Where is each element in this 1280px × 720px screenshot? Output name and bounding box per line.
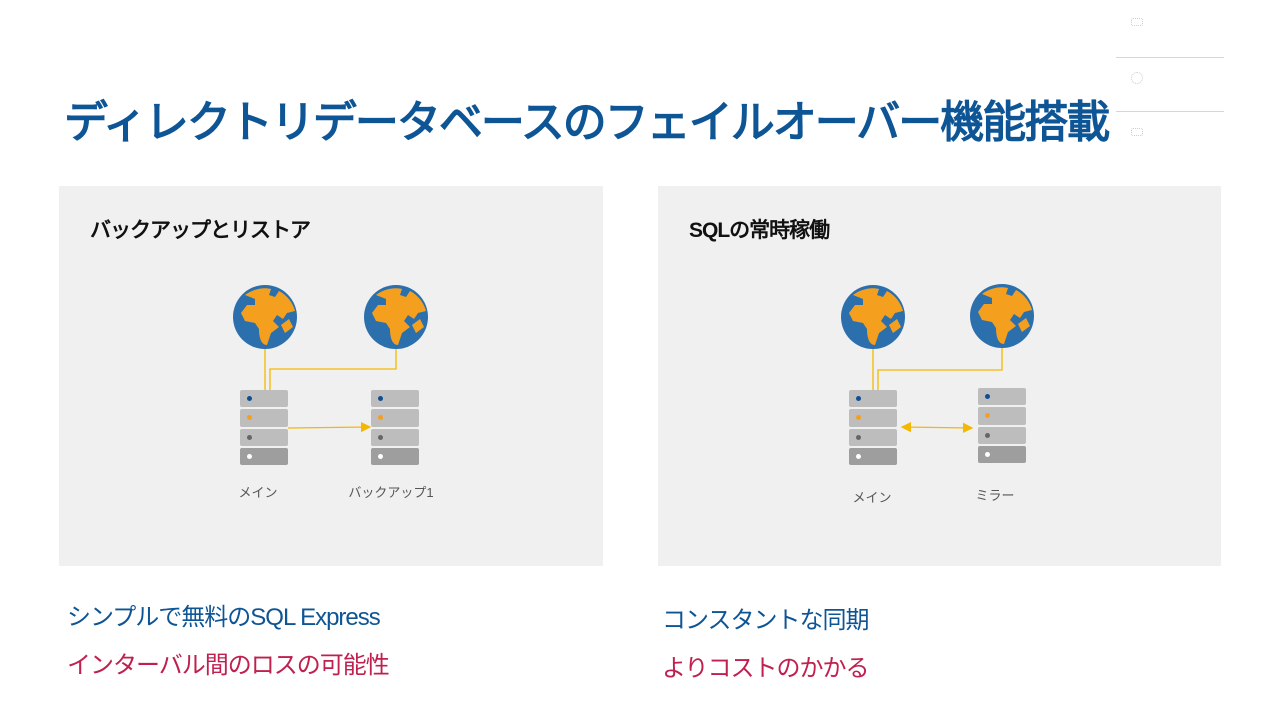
status-light-icon bbox=[985, 451, 990, 457]
status-light-icon bbox=[856, 453, 861, 459]
status-light-icon bbox=[985, 432, 990, 438]
status-light-icon bbox=[856, 396, 861, 402]
right-point-1: コンスタントな同期 bbox=[662, 607, 870, 634]
server-unit bbox=[849, 390, 897, 408]
server-unit bbox=[240, 409, 288, 427]
server-icon bbox=[371, 390, 419, 465]
mirror-arrow bbox=[900, 421, 974, 434]
link-line bbox=[877, 348, 1003, 390]
status-light-icon bbox=[247, 434, 252, 440]
server-unit bbox=[371, 428, 419, 446]
globe-icon bbox=[233, 285, 297, 349]
server-unit bbox=[978, 445, 1026, 463]
link-line bbox=[269, 349, 397, 390]
server-unit bbox=[978, 388, 1026, 406]
status-light-icon bbox=[856, 434, 861, 440]
status-light-icon bbox=[247, 415, 252, 421]
status-light-icon bbox=[985, 394, 990, 400]
server-unit bbox=[371, 447, 419, 465]
circle-icon[interactable] bbox=[1131, 72, 1143, 84]
server-unit bbox=[849, 447, 897, 465]
left-point-1: シンプルで無料のSQL Express bbox=[67, 604, 381, 631]
status-light-icon bbox=[378, 453, 383, 459]
left-point-2: インターバル間のロスの可能性 bbox=[67, 652, 390, 679]
status-light-icon bbox=[247, 396, 252, 402]
slide-title: ディレクトリデータベースのフェイルオーバー機能搭載 bbox=[64, 98, 1110, 147]
server-unit bbox=[978, 407, 1026, 425]
server-unit bbox=[240, 428, 288, 446]
control-divider bbox=[1116, 111, 1224, 112]
backup-arrow bbox=[287, 421, 372, 433]
left-panel bbox=[59, 186, 603, 566]
server-unit bbox=[240, 447, 288, 465]
right-point-2: よりコストのかかる bbox=[662, 655, 870, 682]
right-panel bbox=[658, 186, 1221, 566]
server-icon bbox=[240, 390, 288, 465]
server-unit bbox=[849, 409, 897, 427]
right-panel-title: SQLの常時稼働 bbox=[689, 219, 830, 242]
server-unit bbox=[371, 390, 419, 408]
server-unit bbox=[849, 428, 897, 446]
server-unit bbox=[978, 426, 1026, 444]
server-label-backup: バックアップ1 bbox=[348, 485, 434, 500]
control-icon-bottom[interactable] bbox=[1131, 128, 1143, 136]
status-light-icon bbox=[378, 415, 383, 421]
status-light-icon bbox=[247, 453, 252, 459]
left-panel-title: バックアップとリストア bbox=[90, 219, 311, 242]
server-unit bbox=[371, 409, 419, 427]
control-icon-top[interactable] bbox=[1131, 18, 1143, 26]
server-label-main: メイン bbox=[238, 485, 278, 500]
server-unit bbox=[240, 390, 288, 408]
status-light-icon bbox=[378, 396, 383, 402]
server-icon bbox=[978, 388, 1026, 463]
globe-icon bbox=[970, 284, 1034, 348]
control-divider bbox=[1116, 57, 1224, 58]
server-label-main: メイン bbox=[852, 490, 892, 505]
globe-icon bbox=[841, 285, 905, 349]
server-icon bbox=[849, 390, 897, 465]
server-label-mirror: ミラー bbox=[975, 488, 1015, 503]
status-light-icon bbox=[985, 413, 990, 419]
status-light-icon bbox=[378, 434, 383, 440]
globe-icon bbox=[364, 285, 428, 349]
status-light-icon bbox=[856, 415, 861, 421]
